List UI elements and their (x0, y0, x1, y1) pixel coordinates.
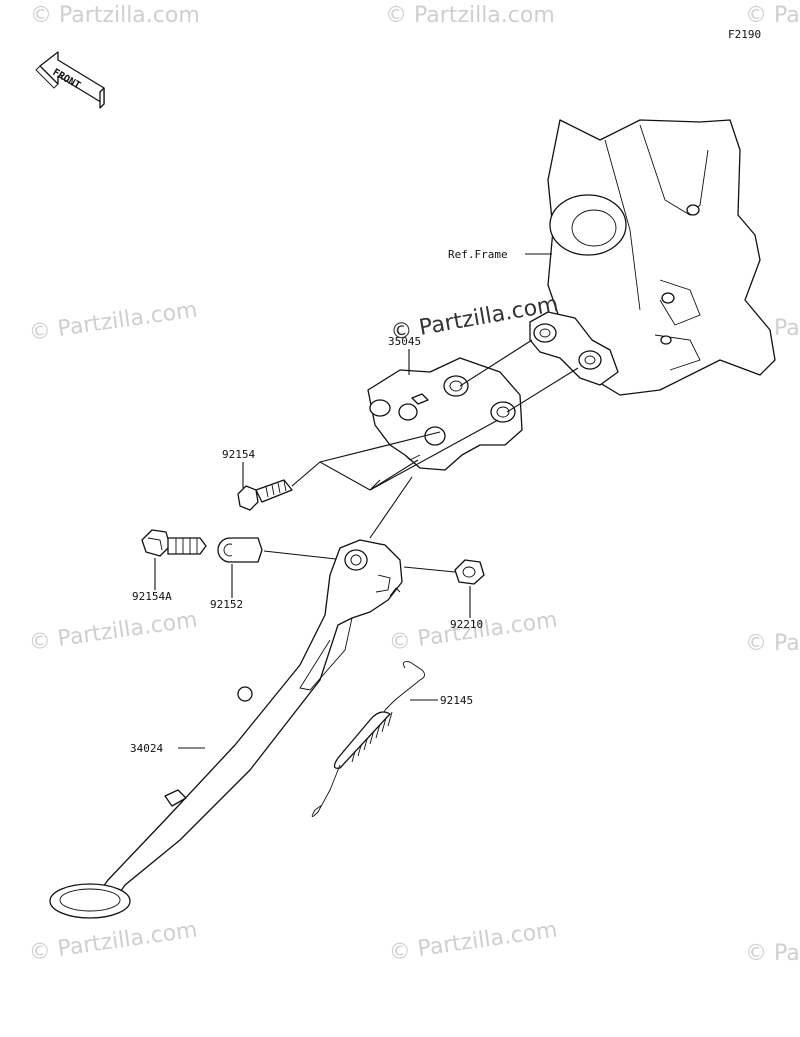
label-frame: Ref.Frame (448, 248, 508, 261)
watermark: © Partzilla.com (27, 608, 199, 656)
label-nut: 92210 (450, 618, 483, 631)
watermark: © Partzilla.com (387, 918, 559, 966)
watermark: © Partzilla.com (745, 941, 800, 966)
label-bracket: 35045 (388, 335, 421, 348)
nut-92210 (454, 559, 485, 585)
diagram-code: F2190 (728, 28, 761, 41)
side-stand-34024 (49, 539, 403, 919)
bracket-35045 (367, 357, 523, 471)
watermark: © Partzilla.com (27, 918, 199, 966)
front-arrow-icon: FRONT (35, 51, 105, 109)
spring-92145 (311, 661, 425, 817)
label-bolt-a: 92154A (132, 590, 172, 603)
bolt-92154 (237, 479, 293, 511)
bolt-92154a (141, 529, 207, 557)
label-stand: 34024 (130, 742, 163, 755)
watermark: © Partzilla.com (387, 608, 559, 656)
label-bolt: 92154 (222, 448, 255, 461)
watermark: © Partzilla.com (385, 3, 555, 28)
watermark: © Partzilla.com (745, 631, 800, 656)
watermark: © Partzilla.com (27, 298, 199, 346)
collar-92152 (217, 537, 263, 563)
watermark: © Partzilla.com (30, 3, 200, 28)
watermark: © Partzilla.com (745, 3, 800, 28)
frame-drawing (529, 119, 776, 396)
label-collar: 92152 (210, 598, 243, 611)
label-spring: 92145 (440, 694, 473, 707)
